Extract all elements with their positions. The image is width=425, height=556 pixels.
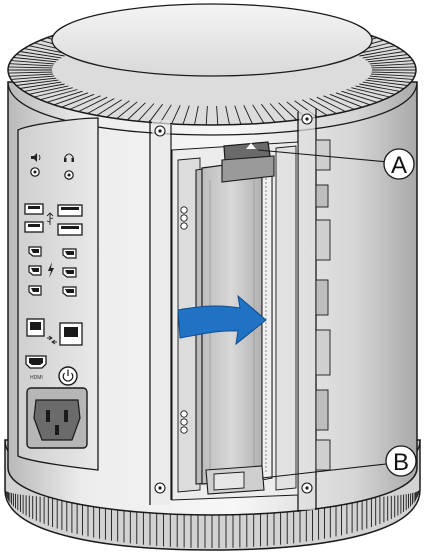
vent-fin	[19, 81, 62, 89]
vent-fin	[335, 92, 371, 106]
vent-fin	[309, 98, 337, 114]
vent-fin	[234, 105, 242, 125]
vent-fin	[69, 95, 101, 110]
vent-fin	[371, 66, 416, 69]
vent-fin	[369, 75, 414, 80]
vent-fin	[323, 95, 355, 110]
vent-fin	[371, 71, 416, 74]
vent-fin	[87, 98, 115, 114]
callout-a-label: A	[391, 152, 407, 179]
vent-fin	[370, 63, 415, 67]
vent-fin	[302, 99, 328, 116]
insert-direction-arrow	[177, 294, 267, 346]
vent-fin	[19, 51, 62, 59]
internal-components	[315, 139, 331, 471]
vent-fin	[359, 83, 400, 92]
vent-fin	[40, 89, 78, 101]
vent-fin	[367, 57, 411, 63]
vent-fin	[346, 89, 384, 101]
vent-fin	[8, 71, 53, 74]
vent-fin	[46, 90, 83, 103]
headphone-icon	[64, 153, 74, 162]
callout-b-label: B	[393, 449, 409, 476]
vent-fin	[243, 105, 253, 125]
vent-fin	[369, 60, 414, 65]
vent-fin	[362, 51, 405, 59]
vent-fin	[78, 96, 108, 113]
io-panel: HDMI	[17, 117, 99, 471]
vent-fin	[370, 73, 415, 77]
vent-fin	[252, 104, 265, 124]
vent-fin	[13, 57, 57, 63]
ethernet-icon	[47, 335, 57, 345]
vent-fin	[10, 60, 55, 65]
ac-power-inlet[interactable]	[26, 387, 88, 449]
vent-fin	[171, 105, 181, 125]
power-icon	[62, 369, 74, 382]
vent-fin	[216, 105, 219, 126]
vent-fin	[148, 103, 163, 123]
vent-fin	[28, 85, 69, 95]
vent-fin	[205, 105, 208, 126]
vent-fin	[96, 99, 122, 116]
thunderbolt-ports	[28, 246, 77, 297]
vent-fin	[8, 66, 53, 69]
vent-fin	[341, 90, 378, 103]
vent-fin	[362, 81, 405, 89]
vent-fin	[116, 101, 138, 119]
power-button[interactable]	[58, 366, 78, 386]
vent-fin	[367, 77, 411, 83]
vent-fin	[106, 100, 130, 118]
vent-fin	[34, 87, 73, 98]
callout-b: B	[261, 445, 417, 479]
vent-fin	[261, 103, 276, 123]
memory-latch-tab[interactable]	[221, 141, 275, 183]
usb-ports	[24, 203, 83, 236]
callout-a: A	[257, 148, 415, 180]
vent-fin	[359, 48, 400, 57]
vent-fin	[355, 85, 396, 95]
vent-fin	[9, 63, 54, 67]
speaker-icon	[31, 153, 41, 162]
usb-port[interactable]	[57, 204, 83, 217]
vent-fin	[16, 79, 59, 86]
vent-fin	[329, 93, 363, 108]
vent-fin	[351, 87, 390, 98]
vent-fin	[182, 105, 190, 125]
vent-fin	[16, 54, 59, 61]
vent-fin	[365, 79, 408, 86]
vent-fin	[269, 103, 287, 122]
top-vent-ring	[7, 3, 418, 136]
vent-fin	[53, 92, 89, 106]
usb-icon	[46, 212, 54, 225]
vent-fin	[194, 105, 199, 125]
frame-edges	[149, 108, 317, 512]
vent-fin	[13, 77, 57, 83]
vent-fin	[24, 48, 65, 57]
thunderbolt-icon	[48, 262, 54, 278]
vent-fin	[278, 102, 298, 121]
vent-fin	[61, 93, 95, 108]
vent-fin	[365, 54, 408, 61]
hdmi-icon: HDMI	[30, 375, 43, 381]
vent-fin	[137, 103, 155, 122]
vent-fin	[24, 83, 65, 92]
vent-fin	[126, 102, 146, 121]
usb-port[interactable]	[57, 223, 83, 236]
vent-fin	[10, 75, 55, 80]
ethernet-ports	[26, 318, 83, 346]
vent-fin	[316, 96, 346, 113]
vent-fin	[225, 105, 230, 125]
vent-fin	[9, 73, 54, 77]
